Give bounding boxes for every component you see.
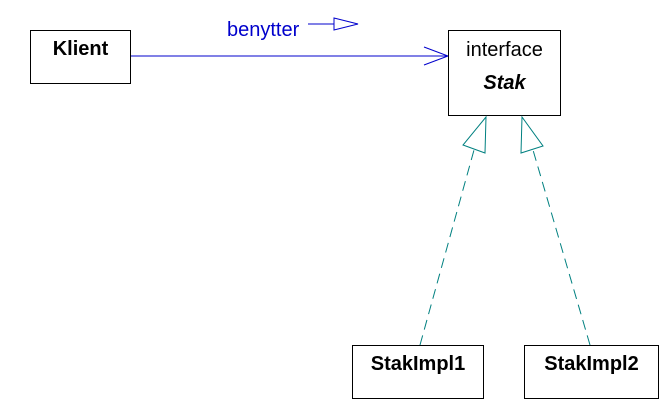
class-stakimpl2-box [524, 345, 659, 399]
interface-stak-name: Stak [483, 72, 526, 94]
class-klient-name: Klient [53, 38, 109, 60]
realization-stakimpl1-arrowhead [462, 115, 487, 154]
realization-stakimpl2-line [532, 149, 591, 346]
realization-stakimpl1-line [419, 149, 475, 346]
direction-indicator-arrow [333, 17, 359, 31]
association-label: benytter [227, 19, 300, 41]
class-stakimpl1-box [352, 345, 484, 399]
class-klient[interactable]: Klient [30, 30, 131, 84]
interface-stak-stereotype: interface [466, 39, 543, 61]
association-uses: benytter [130, 17, 450, 66]
class-stakimpl2-name: StakImpl2 [544, 353, 638, 375]
interface-stak[interactable]: interface Stak [448, 30, 561, 116]
class-stakimpl1[interactable]: StakImpl1 [352, 345, 484, 399]
realization-stakimpl2 [520, 115, 591, 346]
interface-stak-box [448, 30, 561, 116]
class-stakimpl1-name: StakImpl1 [371, 353, 465, 375]
class-klient-box [30, 30, 131, 84]
realization-stakimpl2-arrowhead [520, 115, 544, 154]
class-stakimpl2[interactable]: StakImpl2 [524, 345, 659, 399]
realization-stakimpl1 [419, 115, 487, 346]
